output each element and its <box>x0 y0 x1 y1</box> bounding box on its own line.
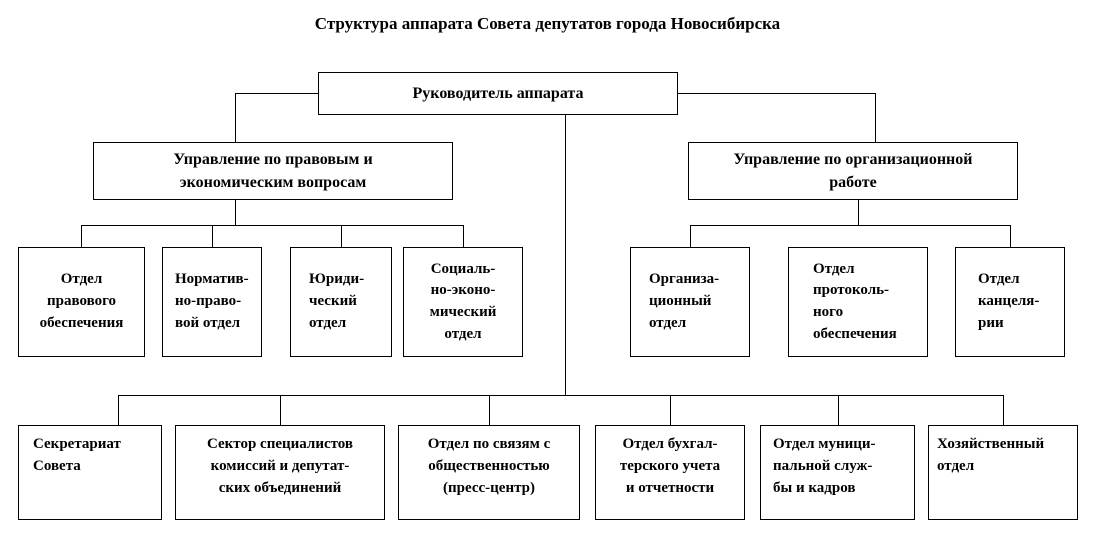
connector-line <box>1010 225 1011 247</box>
org-node-specialists-sector: Сектор специалистов комиссий и депутат- … <box>175 425 385 520</box>
connector-line <box>858 200 859 225</box>
org-node-socio-economic: Социаль- но-эконо- мический отдел <box>403 247 523 357</box>
connector-line <box>235 93 236 142</box>
connector-line <box>280 395 281 425</box>
connector-line <box>565 115 566 395</box>
org-node-legal-support: Отдел правового обеспечения <box>18 247 145 357</box>
connector-line <box>838 395 839 425</box>
org-node-municipal-service: Отдел муници- пальной служ- бы и кадров <box>760 425 915 520</box>
org-node-council-secretariat: Секретариат Совета <box>18 425 162 520</box>
connector-line <box>1003 395 1004 425</box>
org-node-household-dept: Хозяйственный отдел <box>928 425 1078 520</box>
org-node-legal-economic-dept: Управление по правовым и экономическим в… <box>93 142 453 200</box>
connector-line <box>690 225 691 247</box>
connector-line <box>678 93 875 94</box>
connector-line <box>81 225 463 226</box>
connector-line <box>235 93 318 94</box>
connector-line <box>235 200 236 225</box>
connector-line <box>875 93 876 142</box>
org-node-protocol-support: Отдел протоколь- ного обеспечения <box>788 247 928 357</box>
connector-line <box>489 395 490 425</box>
connector-line <box>212 225 213 247</box>
org-node-organizational-work-dept: Управление по организационной работе <box>688 142 1018 200</box>
org-node-accounting: Отдел бухгал- терского учета и отчетност… <box>595 425 745 520</box>
diagram-title: Структура аппарата Совета депутатов горо… <box>314 14 781 33</box>
connector-line <box>670 395 671 425</box>
org-node-organizational-dept: Организа- ционный отдел <box>630 247 750 357</box>
org-node-chancellery: Отдел канцеля- рии <box>955 247 1065 357</box>
connector-line <box>690 225 1010 226</box>
connector-line <box>118 395 119 425</box>
org-node-legal-dept: Юриди- ческий отдел <box>290 247 392 357</box>
connector-line <box>81 225 82 247</box>
connector-line <box>118 395 1003 396</box>
org-node-normative-legal: Норматив- но-право- вой отдел <box>162 247 262 357</box>
connector-line <box>341 225 342 247</box>
org-node-public-relations: Отдел по связям с общественностью (пресс… <box>398 425 580 520</box>
connector-line <box>463 225 464 247</box>
org-node-head-of-staff: Руководитель аппарата <box>318 72 678 115</box>
